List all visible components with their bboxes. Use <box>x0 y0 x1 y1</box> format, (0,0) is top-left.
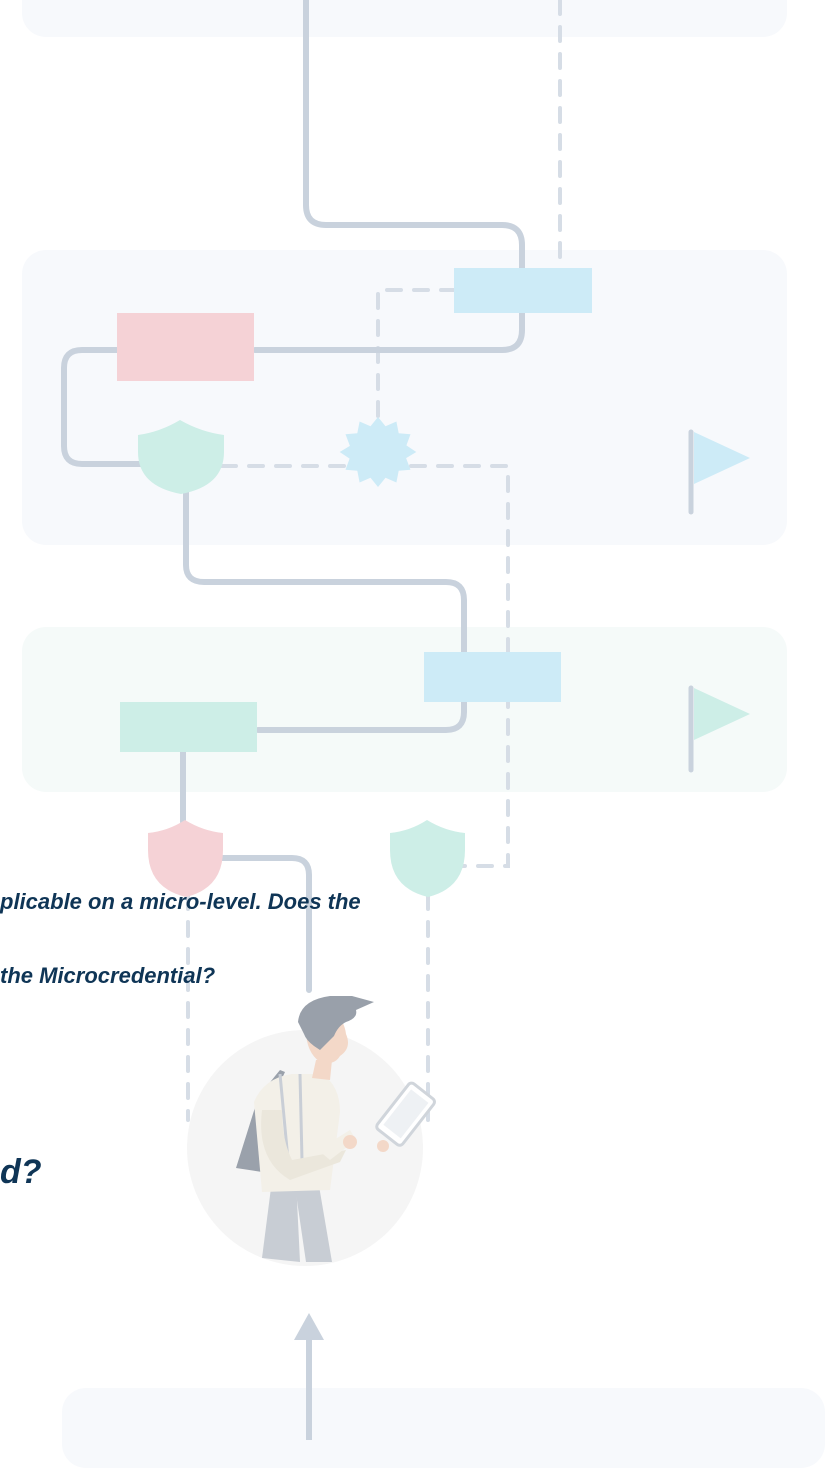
shield-icon <box>390 820 465 897</box>
gear-badge-icon <box>339 417 417 487</box>
flag-icon <box>688 429 750 515</box>
shield-icon <box>148 820 223 897</box>
middle-panel <box>22 250 787 545</box>
solid-connector-mid <box>183 489 467 733</box>
solid-connector-top <box>252 0 525 353</box>
mint-block <box>120 702 257 752</box>
blue-block-mid <box>424 652 561 702</box>
flag-icon <box>688 685 750 773</box>
question-text-line-1: plicable on a micro-level. Does the <box>0 889 361 914</box>
arrow-up-icon <box>294 1313 324 1340</box>
section-heading: d? <box>0 1153 42 1191</box>
top-panel <box>22 0 787 37</box>
blue-block-top <box>454 268 592 313</box>
dashed-connector-mid <box>376 288 457 422</box>
question-text-line-2: the Microcredential? <box>0 963 216 988</box>
shield-icon <box>138 420 224 494</box>
student-with-tablet-illustration <box>187 996 436 1266</box>
pink-block <box>117 313 254 381</box>
solid-connector-hook <box>219 855 312 993</box>
solid-connector-left-loop <box>61 347 145 467</box>
